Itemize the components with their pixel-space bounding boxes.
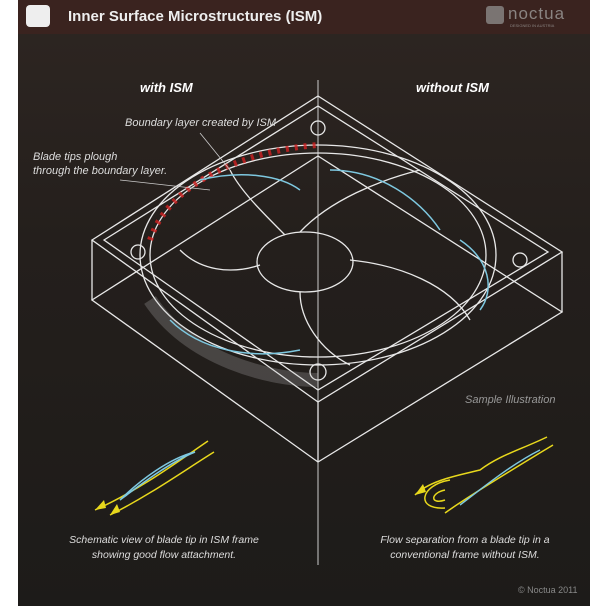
left-caption-line-1: Schematic view of blade tip in ISM frame [69, 534, 259, 546]
callout-line [119, 179, 211, 191]
fan-frame [90, 95, 564, 463]
owl-icon [486, 6, 504, 24]
right-caption-line-2: conventional frame without ISM. [390, 549, 540, 561]
infographic-panel: Inner Surface Microstructures (ISM) noct… [18, 0, 590, 606]
with-ism-heading: with ISM [140, 80, 193, 95]
page-title: Inner Surface Microstructures (ISM) [68, 8, 323, 25]
blade-tips-label-1: Blade tips plough [33, 151, 118, 163]
blade-tips [169, 169, 489, 355]
copyright: © Noctua 2011 [518, 585, 578, 595]
flow-left [94, 440, 215, 516]
fan-icon [26, 5, 50, 27]
sample-illustration-label: Sample Illustration [465, 394, 556, 406]
header-bar: Inner Surface Microstructures (ISM) noct… [18, 0, 590, 34]
blade-tips-label-2: through the boundary layer. [33, 165, 168, 177]
left-caption-line-2: showing good flow attachment. [91, 549, 237, 561]
boundary-layer [144, 142, 319, 387]
right-caption: Flow separation from a blade tip in a co… [335, 533, 595, 563]
logo-tagline: DESIGNED IN AUSTRIA [510, 23, 555, 28]
without-ism-heading: without ISM [416, 80, 489, 95]
right-caption-line-1: Flow separation from a blade tip in a [380, 534, 550, 546]
left-caption: Schematic view of blade tip in ISM frame… [34, 533, 294, 563]
logo-text: noctua [508, 4, 566, 23]
boundary-layer-label: Boundary layer created by ISM [125, 117, 277, 129]
flow-right [414, 436, 554, 514]
callout-line [199, 132, 231, 171]
